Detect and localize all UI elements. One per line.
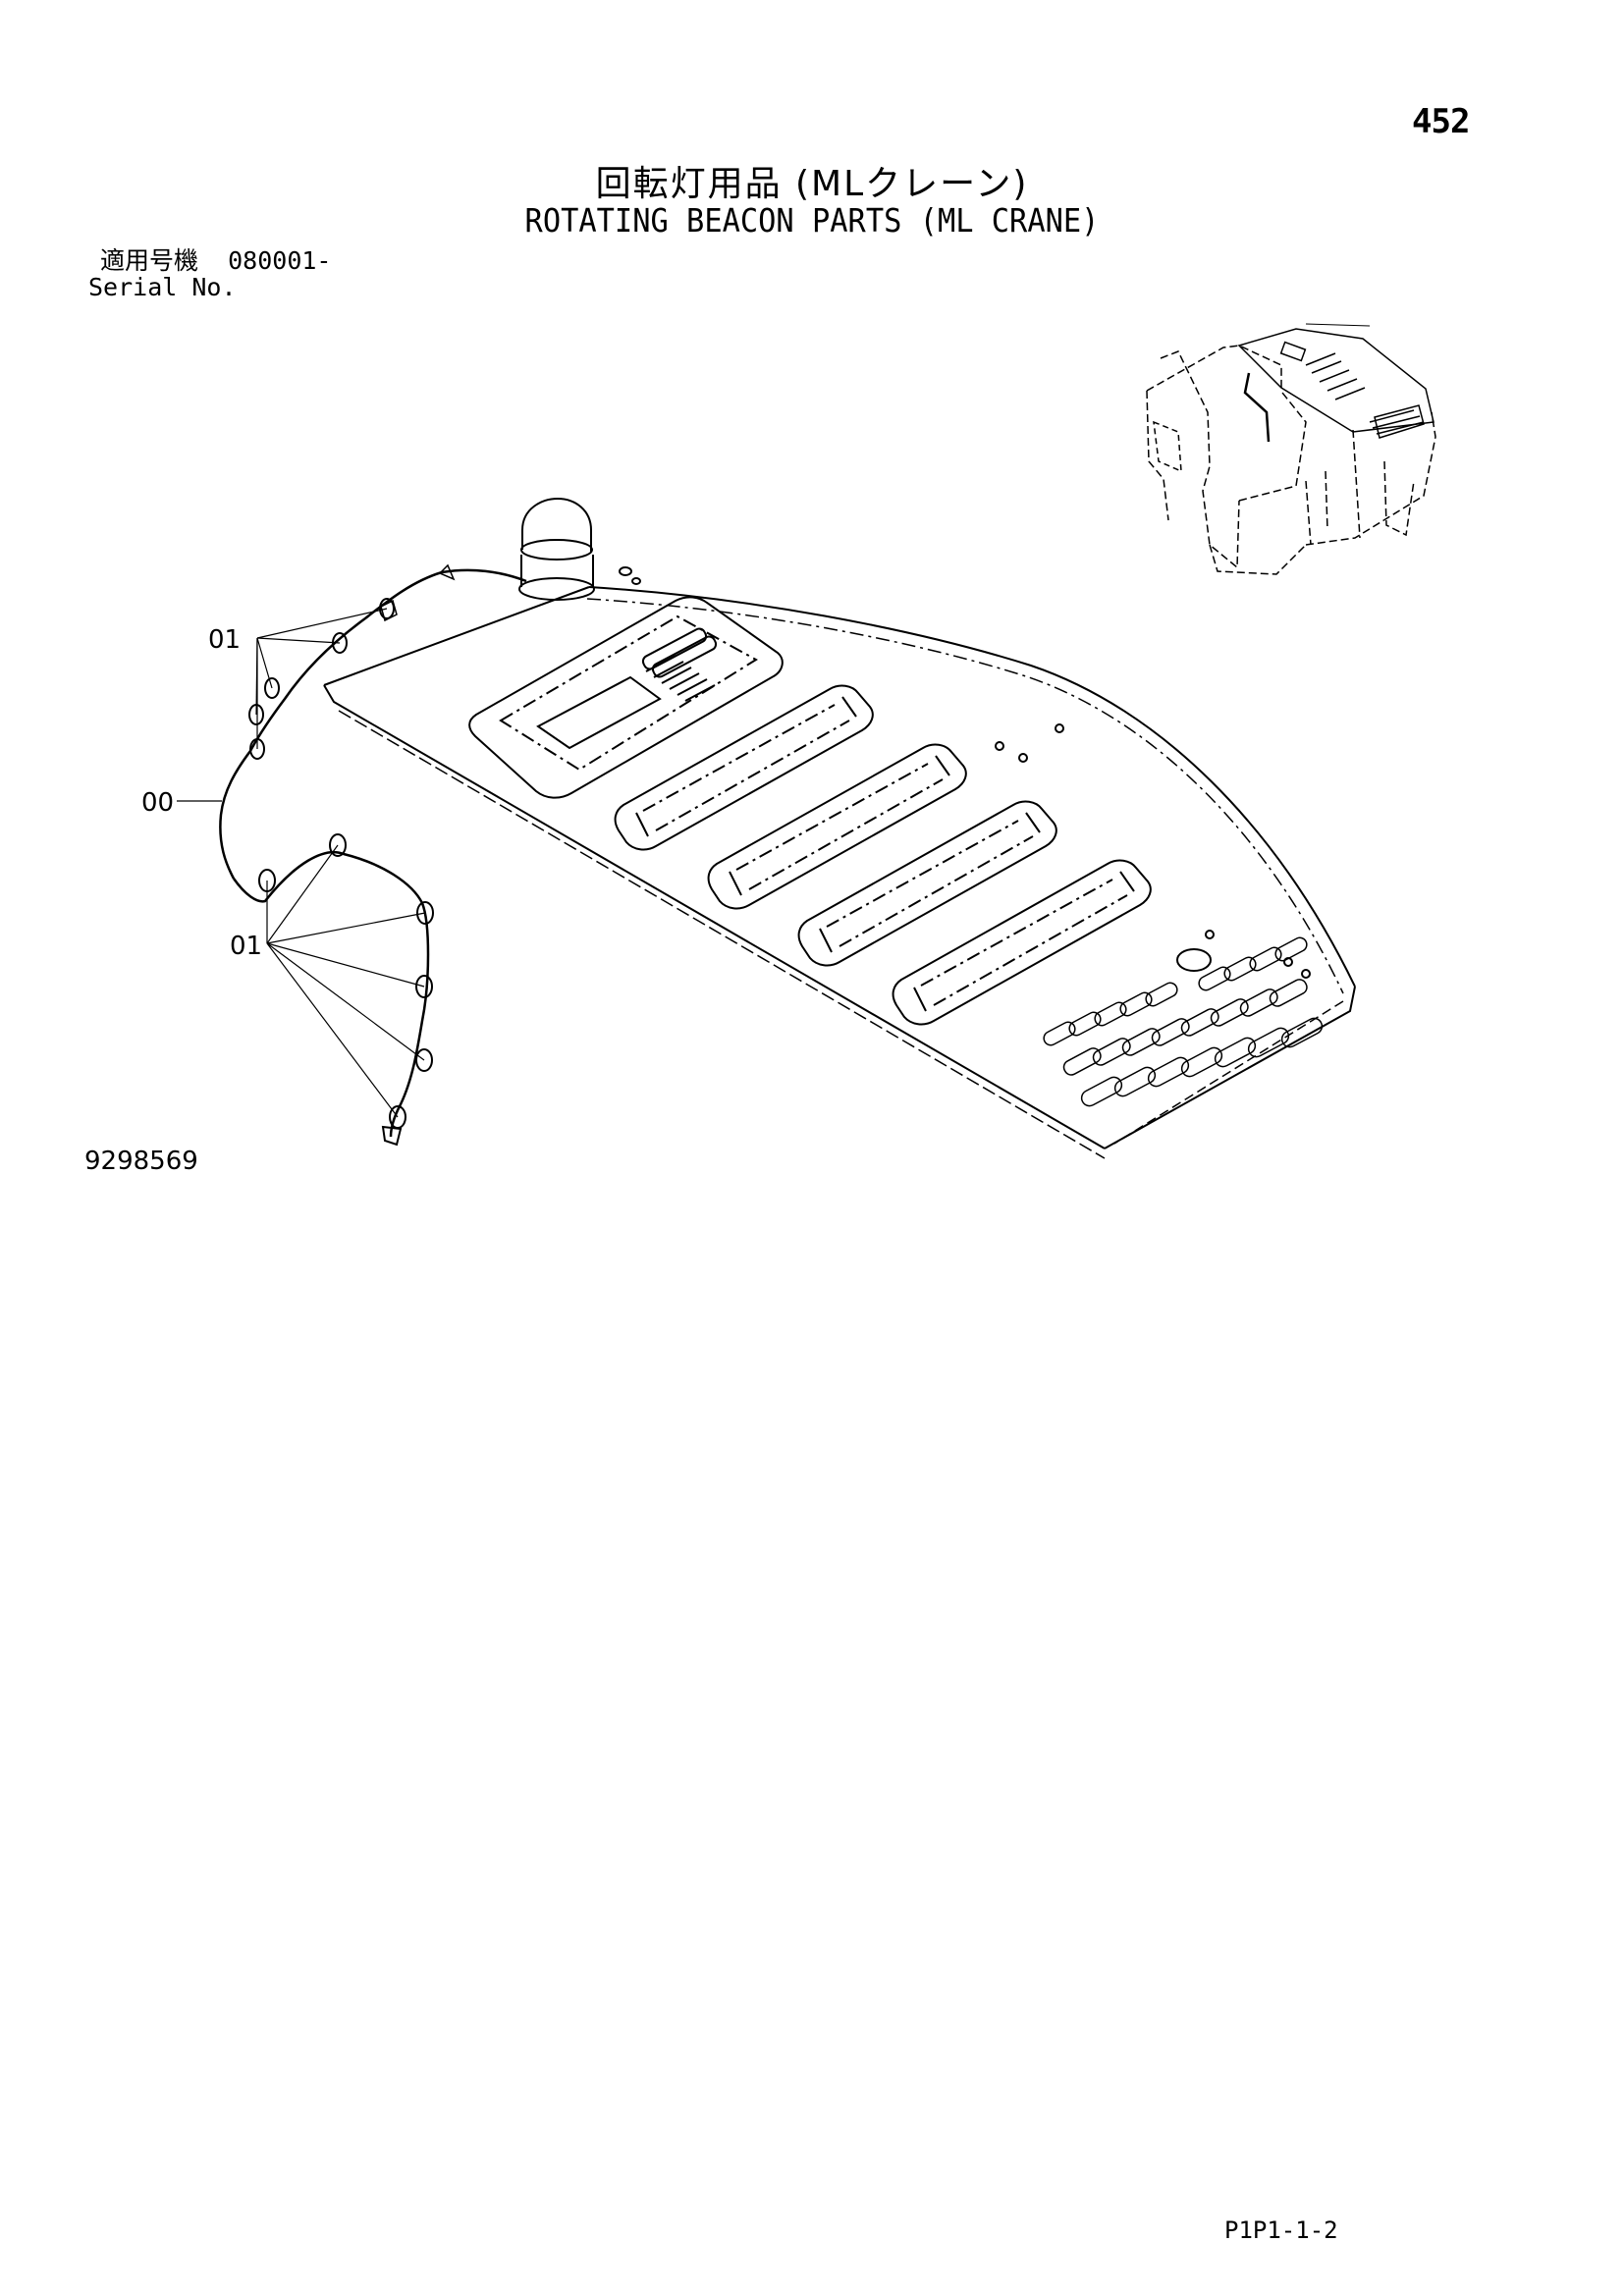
clamps	[248, 598, 434, 1147]
wiring-harness	[219, 563, 527, 1138]
beacon-dome	[518, 497, 595, 601]
serial-value: 080001-	[228, 246, 332, 275]
drawing-id: 9298569	[84, 1147, 198, 1176]
callout-clamp-bottom: 01	[230, 932, 262, 961]
page-title-english: ROTATING BEACON PARTS (ML CRANE)	[524, 201, 1100, 240]
serial-label-english: Serial No.	[88, 273, 237, 301]
leader-lines	[177, 608, 426, 1118]
vent-5	[892, 859, 1152, 1026]
serial-number-block: 適用号機 080001- Serial No.	[88, 247, 331, 300]
slot-grid	[1043, 936, 1324, 1107]
roof-panel	[323, 497, 1356, 1159]
page-number: 452	[1412, 102, 1470, 141]
callout-harness: 00	[141, 788, 174, 818]
footer-page-code: P1P1-1-2	[1224, 2216, 1338, 2244]
serial-label-japanese: 適用号機	[100, 246, 199, 275]
vent-1	[468, 596, 784, 799]
callout-clamp-top: 01	[208, 625, 241, 655]
vent-3	[707, 743, 967, 910]
locator-view	[1146, 323, 1436, 575]
vent-2	[614, 684, 874, 851]
page-title-japanese: 回転灯用品 (MLクレーン)	[595, 164, 1029, 204]
vent-4	[797, 800, 1057, 967]
serial-label-japanese-row: 適用号機 080001-	[88, 247, 331, 274]
